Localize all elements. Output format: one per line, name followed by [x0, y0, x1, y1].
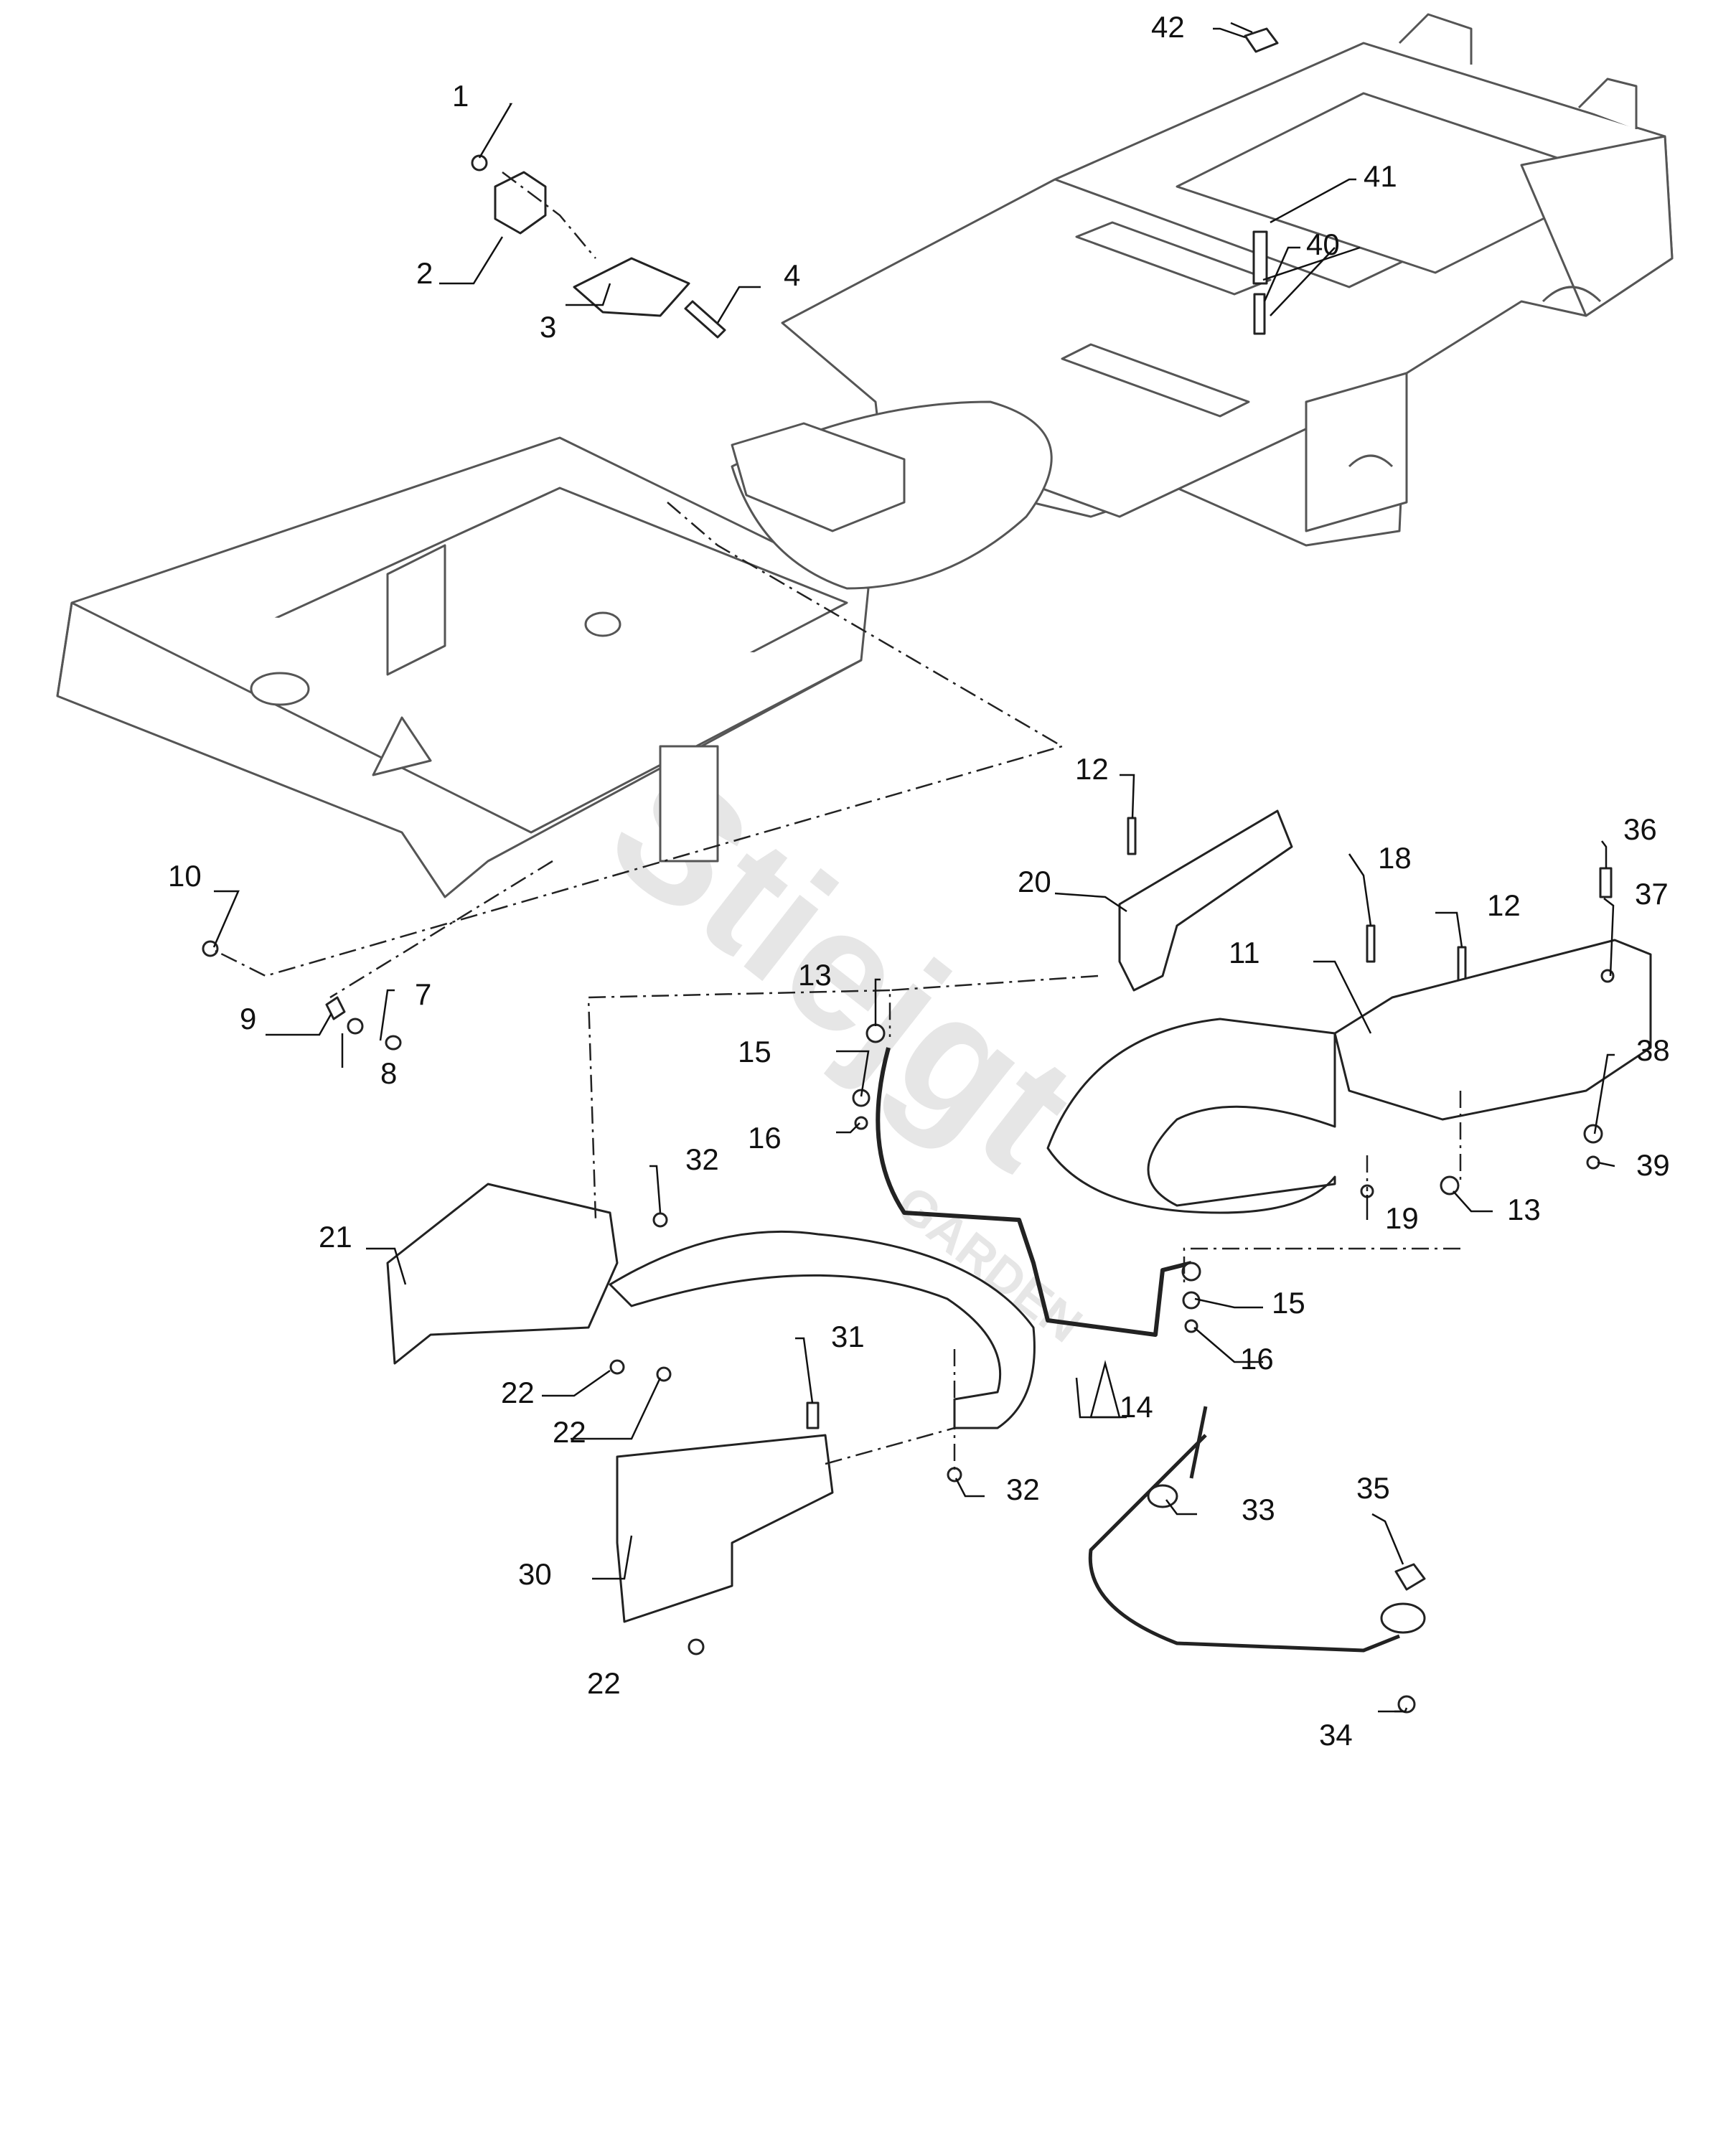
- chute-icon: [1333, 939, 1652, 1121]
- washer-icon: [1182, 1291, 1201, 1310]
- washer-icon: [865, 1023, 886, 1043]
- washer-icon: [1440, 1175, 1460, 1196]
- bracket-icon: [1118, 809, 1293, 992]
- bolt-icon: [1253, 293, 1266, 335]
- nut-icon: [1184, 1319, 1198, 1333]
- screw-icon: [609, 1359, 625, 1375]
- callout-42: 42: [1151, 10, 1185, 44]
- callout-20: 20: [1018, 865, 1051, 898]
- nut-icon: [471, 154, 488, 172]
- lug-icon: [1380, 1602, 1426, 1634]
- screw-icon: [1397, 1695, 1416, 1714]
- bolt-icon: [1599, 867, 1613, 898]
- callout-32-top: 32: [685, 1142, 719, 1176]
- bolt-icon: [1457, 946, 1467, 985]
- cap-icon: [385, 1035, 402, 1051]
- assembly-guides: [215, 172, 1462, 1471]
- bolt-icon: [1366, 924, 1376, 963]
- callout-30: 30: [518, 1557, 552, 1591]
- callout-12-right: 12: [1487, 888, 1521, 922]
- guard-plate-icon: [1046, 1018, 1336, 1214]
- callout-21: 21: [319, 1220, 352, 1254]
- callout-33: 33: [1242, 1493, 1275, 1526]
- callout-40: 40: [1306, 227, 1340, 261]
- eye-icon: [1147, 1484, 1178, 1508]
- callout-labels: 1 2 3 4 7 8 9 10 11 12 12 13 13 14 15 15…: [168, 10, 1670, 1752]
- nut-icon: [1600, 969, 1615, 983]
- callout-22-a: 22: [501, 1376, 535, 1409]
- mount-parts: [202, 27, 1652, 1714]
- callout-14: 14: [1120, 1390, 1153, 1424]
- callout-38: 38: [1636, 1033, 1670, 1067]
- callout-leaders-extra: [1213, 27, 1356, 302]
- washer-icon: [1181, 1262, 1201, 1282]
- nut-icon: [1394, 1563, 1426, 1591]
- nut-icon: [1586, 1155, 1600, 1170]
- plate-icon: [573, 257, 690, 317]
- screw-icon: [656, 1366, 672, 1382]
- callout-37: 37: [1635, 877, 1669, 911]
- callout-16-left: 16: [748, 1121, 782, 1155]
- callout-19: 19: [1385, 1201, 1419, 1235]
- washer-icon: [347, 1018, 364, 1035]
- screw-icon: [688, 1638, 705, 1655]
- bolt-icon: [684, 300, 726, 339]
- nut-icon: [947, 1467, 962, 1483]
- callout-31: 31: [831, 1320, 865, 1353]
- deflector-icon: [616, 1434, 834, 1623]
- spring-wire-icon: [1088, 1434, 1400, 1653]
- rod-icon: [876, 1047, 1192, 1337]
- nut-icon: [1244, 27, 1279, 53]
- callout-10: 10: [168, 859, 202, 893]
- nut-icon: [652, 1212, 668, 1228]
- strap-icon: [609, 1230, 1036, 1429]
- callout-1: 1: [452, 79, 469, 113]
- callout-22-b: 22: [553, 1415, 586, 1449]
- callout-41: 41: [1364, 159, 1397, 193]
- washer-icon: [1583, 1124, 1603, 1144]
- callout-13-right: 13: [1507, 1193, 1541, 1226]
- shield-icon: [386, 1183, 619, 1365]
- callout-32-bottom: 32: [1006, 1472, 1040, 1506]
- callout-35: 35: [1356, 1471, 1390, 1505]
- callout-9: 9: [240, 1002, 256, 1035]
- watermark-brand: Stiejgt: [576, 731, 1109, 1206]
- callout-15-right: 15: [1272, 1286, 1305, 1320]
- callout-7: 7: [415, 977, 431, 1011]
- bolt-icon: [1127, 817, 1137, 855]
- bracket-icon: [494, 171, 547, 235]
- callout-15-left: 15: [738, 1035, 771, 1068]
- callout-leaders: [212, 22, 1615, 1713]
- callout-18: 18: [1378, 841, 1412, 875]
- callout-36: 36: [1623, 812, 1657, 846]
- callout-2: 2: [416, 256, 433, 290]
- nut-icon: [854, 1116, 868, 1130]
- callout-13-left: 13: [798, 958, 832, 992]
- callout-12-top: 12: [1075, 752, 1109, 786]
- callout-16-right: 16: [1240, 1342, 1274, 1376]
- bolt-icon: [806, 1401, 820, 1429]
- washer-icon: [852, 1089, 871, 1107]
- callout-39: 39: [1636, 1148, 1670, 1182]
- callout-11: 11: [1229, 936, 1260, 969]
- front-frame: [56, 400, 1053, 898]
- pin-icon: [1252, 230, 1268, 285]
- callout-34: 34: [1319, 1718, 1353, 1752]
- callout-8: 8: [380, 1056, 397, 1090]
- callout-3: 3: [540, 310, 556, 344]
- callout-22-c: 22: [587, 1666, 621, 1700]
- callout-4: 4: [784, 258, 800, 292]
